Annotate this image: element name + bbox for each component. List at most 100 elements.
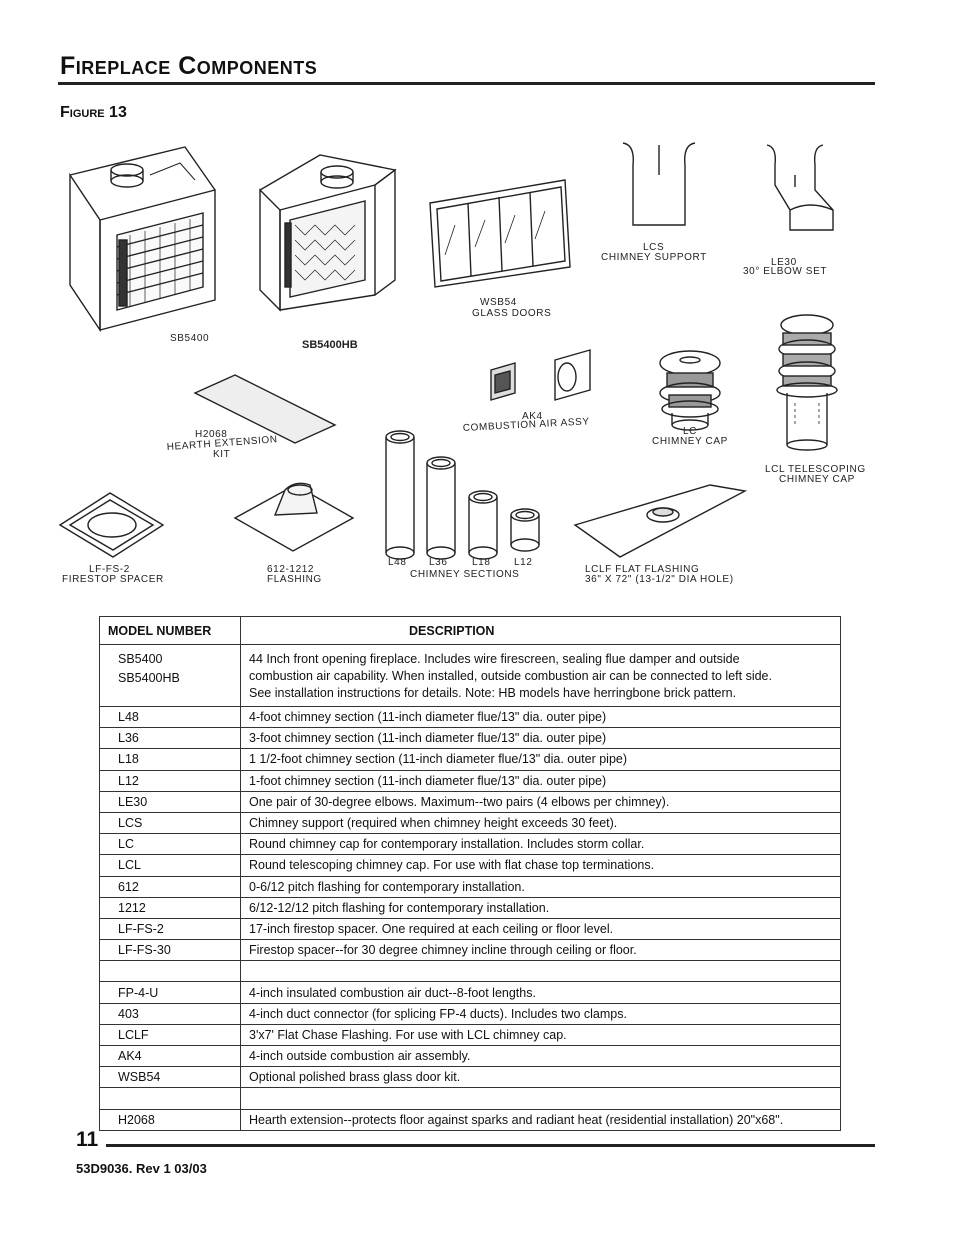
description-cell: 4-inch duct connector (for splicing FP-4… bbox=[240, 1003, 841, 1025]
model-cell: 403 bbox=[99, 1003, 241, 1025]
model-cell: WSB54 bbox=[99, 1066, 241, 1089]
model-cell: 1212 bbox=[99, 897, 241, 919]
model-cell: LCL bbox=[99, 854, 241, 877]
description-cell: Firestop spacer--for 30 degree chimney i… bbox=[240, 939, 841, 962]
model-cell: AK4 bbox=[99, 1045, 241, 1068]
model-cell: LCLF bbox=[99, 1024, 241, 1047]
label-sb5400: SB5400 bbox=[170, 333, 209, 344]
components-table: MODEL NUMBER DESCRIPTION SB5400 SB5400HB… bbox=[99, 616, 841, 1131]
top-rule bbox=[58, 82, 875, 85]
table-row-sb5400: SB5400 SB5400HB 44 Inch front opening fi… bbox=[99, 644, 841, 707]
description-cell: Hearth extension--protects floor against… bbox=[240, 1109, 841, 1131]
table-row bbox=[99, 1087, 841, 1110]
description-cell: 1-foot chimney section (11-inch diameter… bbox=[240, 770, 841, 792]
description-cell: Round telescoping chimney cap. For use w… bbox=[240, 854, 841, 877]
lcs-illustration bbox=[622, 142, 696, 226]
description-cell: 0-6/12 pitch flashing for contemporary i… bbox=[240, 876, 841, 898]
label-l12: L12 bbox=[514, 557, 533, 568]
wsb54-illustration bbox=[429, 179, 571, 288]
label-le30: LE30 bbox=[771, 257, 797, 268]
label-sb5400hb: SB5400HB bbox=[302, 339, 358, 351]
chimney-sections-illustration bbox=[385, 430, 540, 560]
label-wsb54: WSB54 bbox=[480, 297, 517, 308]
label-l18: L18 bbox=[472, 557, 491, 568]
label-lcl-desc: CHIMNEY CAP bbox=[779, 474, 855, 485]
description-cell: Optional polished brass glass door kit. bbox=[240, 1066, 841, 1089]
label-lclf: LCLF FLAT FLASHING bbox=[585, 564, 699, 575]
desc-sb5400-line-2: combustion air capability. When installe… bbox=[249, 669, 772, 683]
model-cell: 612 bbox=[99, 876, 241, 898]
ak4-illustration bbox=[490, 349, 591, 401]
description-cell: Round chimney cap for contemporary insta… bbox=[240, 833, 841, 856]
lffs2-illustration bbox=[58, 492, 165, 558]
model-cell bbox=[99, 1087, 241, 1110]
label-lcl: LCL TELESCOPING bbox=[765, 464, 866, 475]
model-cell: L36 bbox=[99, 727, 241, 750]
description-cell: 6/12-12/12 pitch flashing for contempora… bbox=[240, 897, 841, 919]
model-sb5400: SB5400 bbox=[118, 652, 163, 666]
description-cell bbox=[240, 1087, 841, 1110]
page-title: Fireplace Components bbox=[60, 52, 318, 80]
description-cell bbox=[240, 960, 841, 983]
model-cell: LF-FS-2 bbox=[99, 918, 241, 941]
model-cell: L48 bbox=[99, 706, 241, 729]
description-cell: 1 1/2-foot chimney section (11-inch diam… bbox=[240, 748, 841, 771]
model-cell: SB5400 SB5400HB bbox=[99, 644, 241, 707]
model-sb5400hb: SB5400HB bbox=[118, 671, 180, 685]
label-ak4-desc: COMBUSTION AIR ASSY bbox=[463, 416, 590, 434]
model-cell: LCS bbox=[99, 812, 241, 835]
model-cell: LC bbox=[99, 833, 241, 856]
label-lffs2: LF-FS-2 bbox=[89, 564, 130, 575]
page-number: 11 bbox=[76, 1128, 99, 1151]
label-flashing: 612-1212 bbox=[267, 564, 314, 575]
header-description: DESCRIPTION bbox=[240, 616, 841, 645]
model-cell: H2068 bbox=[99, 1109, 241, 1131]
flashing-illustration bbox=[233, 482, 355, 552]
model-cell: L18 bbox=[99, 748, 241, 771]
components-figure: SB5400 SB5400HB WSB54 GLASS DOORS LCS CH… bbox=[58, 142, 866, 585]
model-cell: L12 bbox=[99, 770, 241, 792]
description-cell: 4-inch insulated combustion air duct--8-… bbox=[240, 981, 841, 1004]
model-cell: LE30 bbox=[99, 791, 241, 813]
label-lc: LC bbox=[683, 426, 697, 437]
description-cell: One pair of 30-degree elbows. Maximum--t… bbox=[240, 791, 841, 813]
label-lclf-desc: 36" X 72" (13-1/2" DIA HOLE) bbox=[585, 574, 734, 585]
lcl-illustration bbox=[776, 314, 838, 451]
document-number: 53D9036. Rev 1 03/03 bbox=[76, 1161, 207, 1176]
sb5400hb-illustration bbox=[259, 154, 397, 312]
description-cell: 17-inch firestop spacer. One required at… bbox=[240, 918, 841, 941]
label-flashing-desc: FLASHING bbox=[267, 574, 322, 585]
bottom-rule bbox=[106, 1144, 875, 1147]
le30-illustration bbox=[766, 144, 834, 231]
label-lcs: LCS bbox=[643, 242, 664, 253]
model-cell bbox=[99, 960, 241, 983]
label-lffs2-desc: FIRESTOP SPACER bbox=[62, 574, 164, 585]
label-chimney-sections: CHIMNEY SECTIONS bbox=[410, 569, 519, 580]
label-h2068: H2068 bbox=[195, 429, 227, 440]
header-description-label: DESCRIPTION bbox=[409, 623, 495, 638]
description-cell: 4-inch outside combustion air assembly. bbox=[240, 1045, 841, 1068]
h2068-illustration bbox=[193, 374, 337, 444]
label-l48: L48 bbox=[388, 557, 407, 568]
label-wsb54-desc: GLASS DOORS bbox=[472, 308, 551, 319]
table-row bbox=[99, 960, 841, 983]
model-cell: FP-4-U bbox=[99, 981, 241, 1004]
model-cell: LF-FS-30 bbox=[99, 939, 241, 962]
